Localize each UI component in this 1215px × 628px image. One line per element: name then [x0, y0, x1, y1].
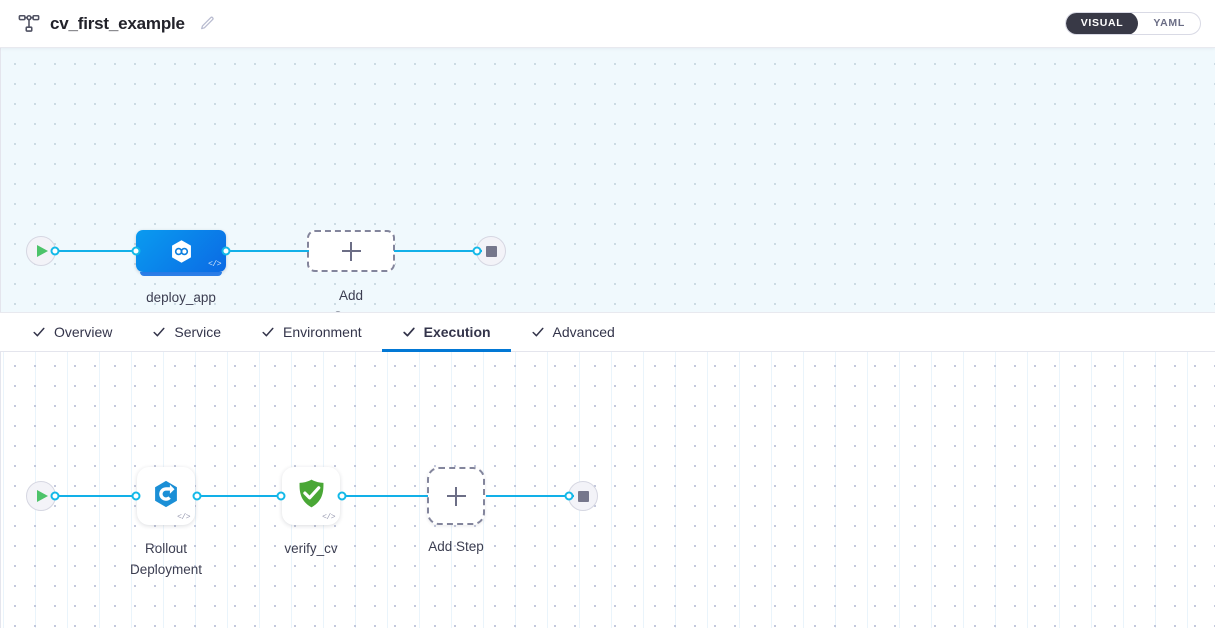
stage-label-deploy-app: deploy_app — [146, 290, 216, 305]
add-step-label: Add Step — [428, 539, 484, 554]
check-icon — [152, 325, 166, 339]
tab-label-execution: Execution — [423, 324, 491, 340]
toggle-option-visual[interactable]: VISUAL — [1065, 13, 1139, 34]
add-step-button[interactable] — [427, 467, 485, 525]
check-icon — [531, 325, 545, 339]
tab-execution[interactable]: Execution — [381, 313, 511, 352]
step-label-verify-cv: verify_cv — [284, 541, 338, 556]
play-icon — [37, 245, 48, 257]
yaml-code-badge[interactable]: </> — [322, 513, 335, 522]
view-mode-toggle[interactable]: VISUAL YAML — [1064, 12, 1201, 35]
stage-input-port[interactable] — [131, 246, 141, 256]
pencil-icon[interactable] — [199, 15, 216, 32]
stage-output-port[interactable] — [221, 246, 231, 256]
check-icon — [402, 325, 416, 339]
execution-steps-canvas[interactable]: </> Rollout Deployment </> verify_cv — [0, 352, 1215, 628]
step-node-verify-cv[interactable]: </> verify_cv — [276, 467, 347, 556]
pipeline-tree-icon — [18, 13, 40, 35]
execution-end-node[interactable] — [564, 481, 598, 511]
plus-icon — [341, 241, 361, 261]
check-icon — [32, 325, 46, 339]
cd-infinity-hexagon-icon — [136, 230, 226, 272]
end-input-port[interactable] — [564, 491, 574, 501]
edge-verify-to-addstep — [341, 495, 428, 497]
stage-node-deploy-app[interactable]: </> deploy_app — [131, 230, 231, 305]
plus-icon — [446, 486, 466, 506]
step-node-body[interactable]: </> — [282, 467, 340, 525]
add-stage-node[interactable]: Add Stage — [307, 230, 395, 312]
add-stage-label: Add Stage — [333, 288, 368, 312]
toggle-option-yaml[interactable]: YAML — [1153, 17, 1185, 29]
end-input-port[interactable] — [472, 246, 482, 256]
stop-icon — [485, 245, 497, 257]
tab-environment[interactable]: Environment — [241, 313, 382, 351]
yaml-code-badge[interactable]: </> — [208, 260, 221, 269]
tab-label-environment: Environment — [283, 324, 362, 340]
step-node-body[interactable]: </> — [137, 467, 195, 525]
app-header: cv_first_example VISUAL YAML — [0, 0, 1215, 48]
rollout-deployment-icon — [150, 478, 182, 515]
tab-label-advanced: Advanced — [552, 324, 615, 340]
edge-deploy-to-addstage — [226, 250, 309, 252]
tab-overview[interactable]: Overview — [12, 313, 132, 351]
page-title: cv_first_example — [50, 13, 185, 33]
edge-addstage-to-end — [394, 250, 482, 252]
play-icon — [37, 490, 48, 502]
header-left-group: cv_first_example — [18, 13, 216, 35]
tab-label-service: Service — [174, 324, 222, 340]
step-output-port[interactable] — [192, 491, 202, 501]
yaml-code-badge[interactable]: </> — [177, 513, 190, 522]
add-step-node[interactable]: Add Step — [427, 467, 485, 554]
check-icon — [261, 325, 275, 339]
stage-config-tabs[interactable]: Overview Service Environment Execution A… — [0, 312, 1215, 352]
edge-addstep-to-end — [486, 495, 574, 497]
tab-service[interactable]: Service — [132, 313, 241, 351]
step-input-port[interactable] — [276, 491, 286, 501]
tab-label-overview: Overview — [54, 324, 113, 340]
edge-start-to-deploy — [51, 250, 137, 252]
stage-node-body[interactable]: </> — [136, 230, 226, 276]
start-output-port[interactable] — [50, 246, 60, 256]
header-right-group: VISUAL YAML — [1064, 12, 1201, 35]
step-label-rollout-deployment: Rollout Deployment — [129, 541, 203, 577]
edge-start-to-rollout — [51, 495, 139, 497]
pipeline-start-node[interactable] — [26, 236, 60, 266]
end-icon-circle — [476, 236, 506, 266]
step-output-port[interactable] — [337, 491, 347, 501]
green-shield-check-icon — [295, 477, 328, 515]
stop-icon — [577, 490, 589, 502]
pipeline-end-node[interactable] — [472, 236, 506, 266]
stage-canvas[interactable]: </> deploy_app Add Stage — [0, 48, 1215, 312]
execution-start-node[interactable] — [26, 481, 60, 511]
tab-advanced[interactable]: Advanced — [511, 313, 635, 351]
step-input-port[interactable] — [131, 491, 141, 501]
step-node-rollout-deployment[interactable]: </> Rollout Deployment — [130, 467, 202, 577]
edge-rollout-to-verify — [197, 495, 283, 497]
start-output-port[interactable] — [50, 491, 60, 501]
add-stage-button[interactable] — [307, 230, 395, 272]
